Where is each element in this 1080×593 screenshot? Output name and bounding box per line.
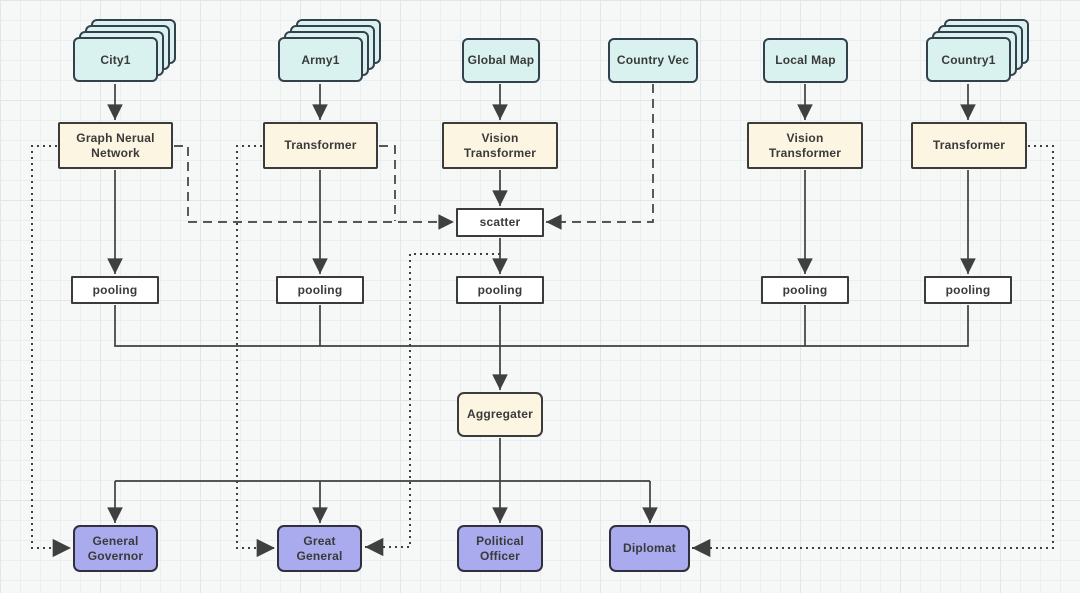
node-vision-transformer-global: Vision Transformer: [442, 122, 558, 169]
node-pooling-city: pooling: [71, 276, 159, 304]
node-global-map: Global Map: [462, 38, 540, 83]
node-label: Graph Nerual Network: [76, 130, 155, 160]
node-label: pooling: [297, 282, 343, 297]
node-general-governor: General Governor: [73, 525, 158, 572]
node-label: Country1: [941, 52, 996, 67]
node-army1: Army1: [278, 19, 381, 82]
node-pooling-global: pooling: [456, 276, 544, 304]
node-political-officer: Political Officer: [457, 525, 543, 572]
node-transformer-country: Transformer: [911, 122, 1027, 169]
node-pooling-army: pooling: [276, 276, 364, 304]
node-label: Great General: [296, 533, 343, 563]
node-label: Transformer: [284, 138, 357, 152]
node-army1-front: Army1: [278, 37, 363, 82]
node-label: Vision Transformer: [768, 130, 842, 160]
node-label: Aggregater: [466, 407, 533, 421]
node-label: Diplomat: [623, 541, 676, 555]
node-label: Transformer: [932, 138, 1006, 152]
node-label: scatter: [479, 215, 521, 229]
node-country1-front: Country1: [926, 37, 1011, 82]
node-country-vec: Country Vec: [608, 38, 698, 83]
edge-pooling-bus: [114, 305, 969, 347]
node-label: pooling: [945, 282, 991, 297]
node-label: City1: [100, 52, 131, 67]
edge-dashed-transformer-to-scatter: [379, 145, 396, 221]
node-label: Army1: [301, 52, 340, 67]
edge-dotted-transformer-to-diplomat: [692, 145, 1054, 558]
node-graph-neural-network: Graph Nerual Network: [58, 122, 173, 169]
edge-dashed-gnn-to-scatter: [174, 145, 454, 230]
node-label: pooling: [92, 282, 138, 297]
node-pooling-country: pooling: [924, 276, 1012, 304]
node-aggregater: Aggregater: [457, 392, 543, 437]
edge-dashed-countryvec-to-scatter: [546, 84, 654, 230]
node-transformer-army: Transformer: [263, 122, 378, 169]
node-label: Local Map: [775, 53, 836, 67]
node-city1-front: City1: [73, 37, 158, 82]
node-label: Country Vec: [616, 53, 690, 67]
node-label: Vision Transformer: [463, 130, 537, 160]
node-city1: City1: [73, 19, 176, 82]
node-label: pooling: [477, 282, 523, 297]
node-pooling-local: pooling: [761, 276, 849, 304]
node-label: Global Map: [467, 53, 535, 67]
node-label: General Governor: [87, 533, 144, 563]
edge-dotted-transformer-to-great-general: [236, 145, 275, 558]
node-scatter: scatter: [456, 208, 544, 237]
node-country1: Country1: [926, 19, 1029, 82]
node-local-map: Local Map: [763, 38, 848, 83]
node-great-general: Great General: [277, 525, 362, 572]
node-label: pooling: [782, 282, 828, 297]
node-label: Political Officer: [476, 533, 524, 563]
node-diplomat: Diplomat: [609, 525, 690, 572]
edge-dotted-gnn-to-general-governor: [31, 145, 71, 558]
node-vision-transformer-local: Vision Transformer: [747, 122, 863, 169]
